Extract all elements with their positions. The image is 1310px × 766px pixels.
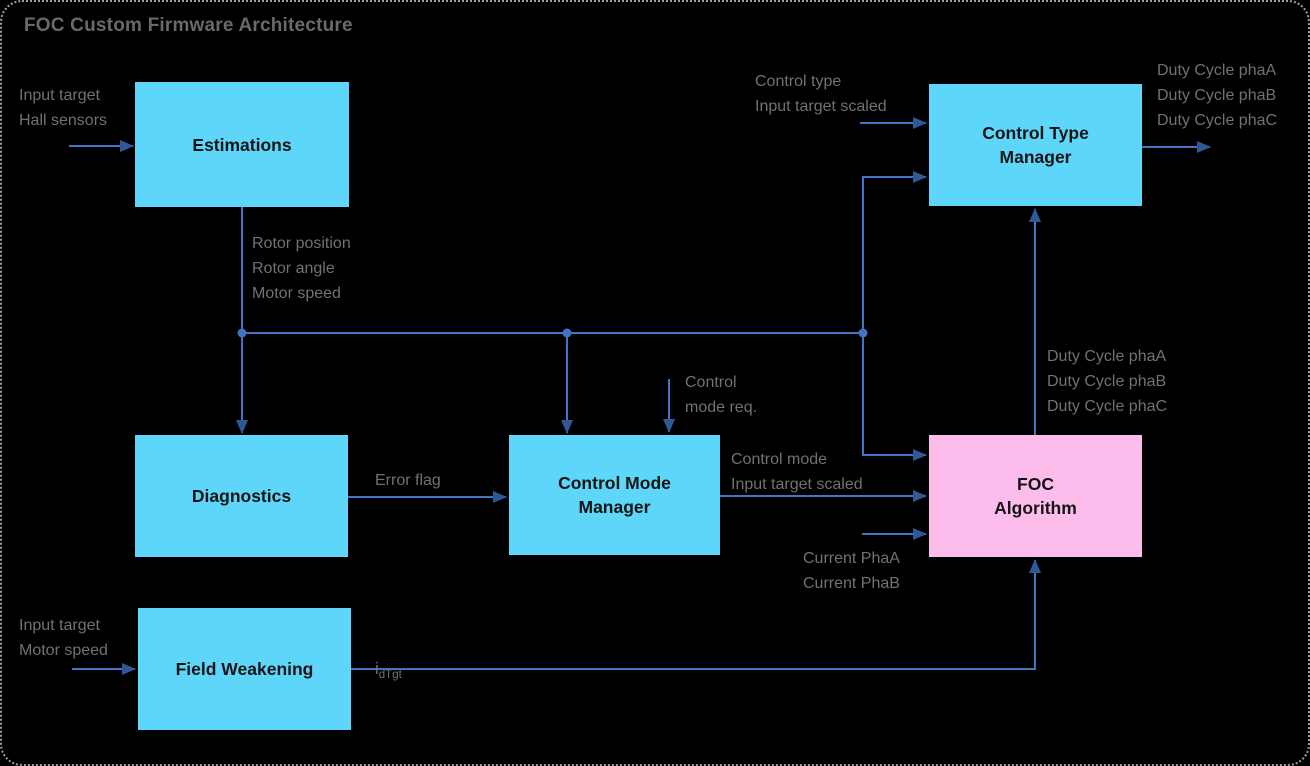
label-idtgt-base: i [375,659,379,678]
label-field-weakening-inputs: Input target Motor speed [19,617,108,659]
label-control-mode-request: Control mode req. [685,374,758,416]
block-field-weakening-label: Field Weakening [175,659,314,679]
block-estimations-label: Estimations [192,134,292,155]
label-idtgt: idTgt [375,631,402,688]
wire-bus-to-foc-algorithm [862,333,927,461]
label-duty-cycle-feedback: Duty Cycle phaA Duty Cycle phaB Duty Cyc… [1047,348,1168,415]
label-control-mode-outputs: Control mode Input target scaled [731,451,863,493]
block-foc-algorithm: FOC Algorithm [929,435,1142,557]
label-idtgt-subscript: dTgt [378,669,402,681]
block-estimations: Estimations [135,82,349,207]
junction-dot [858,328,868,338]
block-foc-algorithm-label: FOC Algorithm [994,474,1077,518]
block-control-type-manager-label: Control Type Manager [982,123,1089,167]
junction-dot [562,328,572,338]
wire-field-weakening-to-foc [351,559,1041,670]
label-estimations-inputs: Input target Hall sensors [19,87,108,129]
block-field-weakening: Field Weakening [138,608,351,730]
label-current-inputs: Current PhaA Current PhaB [803,550,900,592]
label-duty-cycle-outputs: Duty Cycle phaA Duty Cycle phaB Duty Cyc… [1157,62,1278,129]
label-rotor-signals: Rotor position Rotor angle Motor speed [252,235,351,302]
block-diagnostics: Diagnostics [135,435,348,557]
label-error-flag: Error flag [375,472,441,489]
block-diagnostics-label: Diagnostics [191,486,292,506]
wire-bus-to-control-type-manager [862,171,927,333]
block-control-mode-manager: Control Mode Manager [509,435,720,555]
label-control-type-inputs: Control type Input target scaled [755,73,887,115]
block-control-mode-manager-label: Control Mode Manager [558,473,671,517]
diagram-title: FOC Custom Firmware Architecture [24,15,353,36]
junction-dot [237,328,247,338]
block-control-type-manager: Control Type Manager [929,84,1142,206]
